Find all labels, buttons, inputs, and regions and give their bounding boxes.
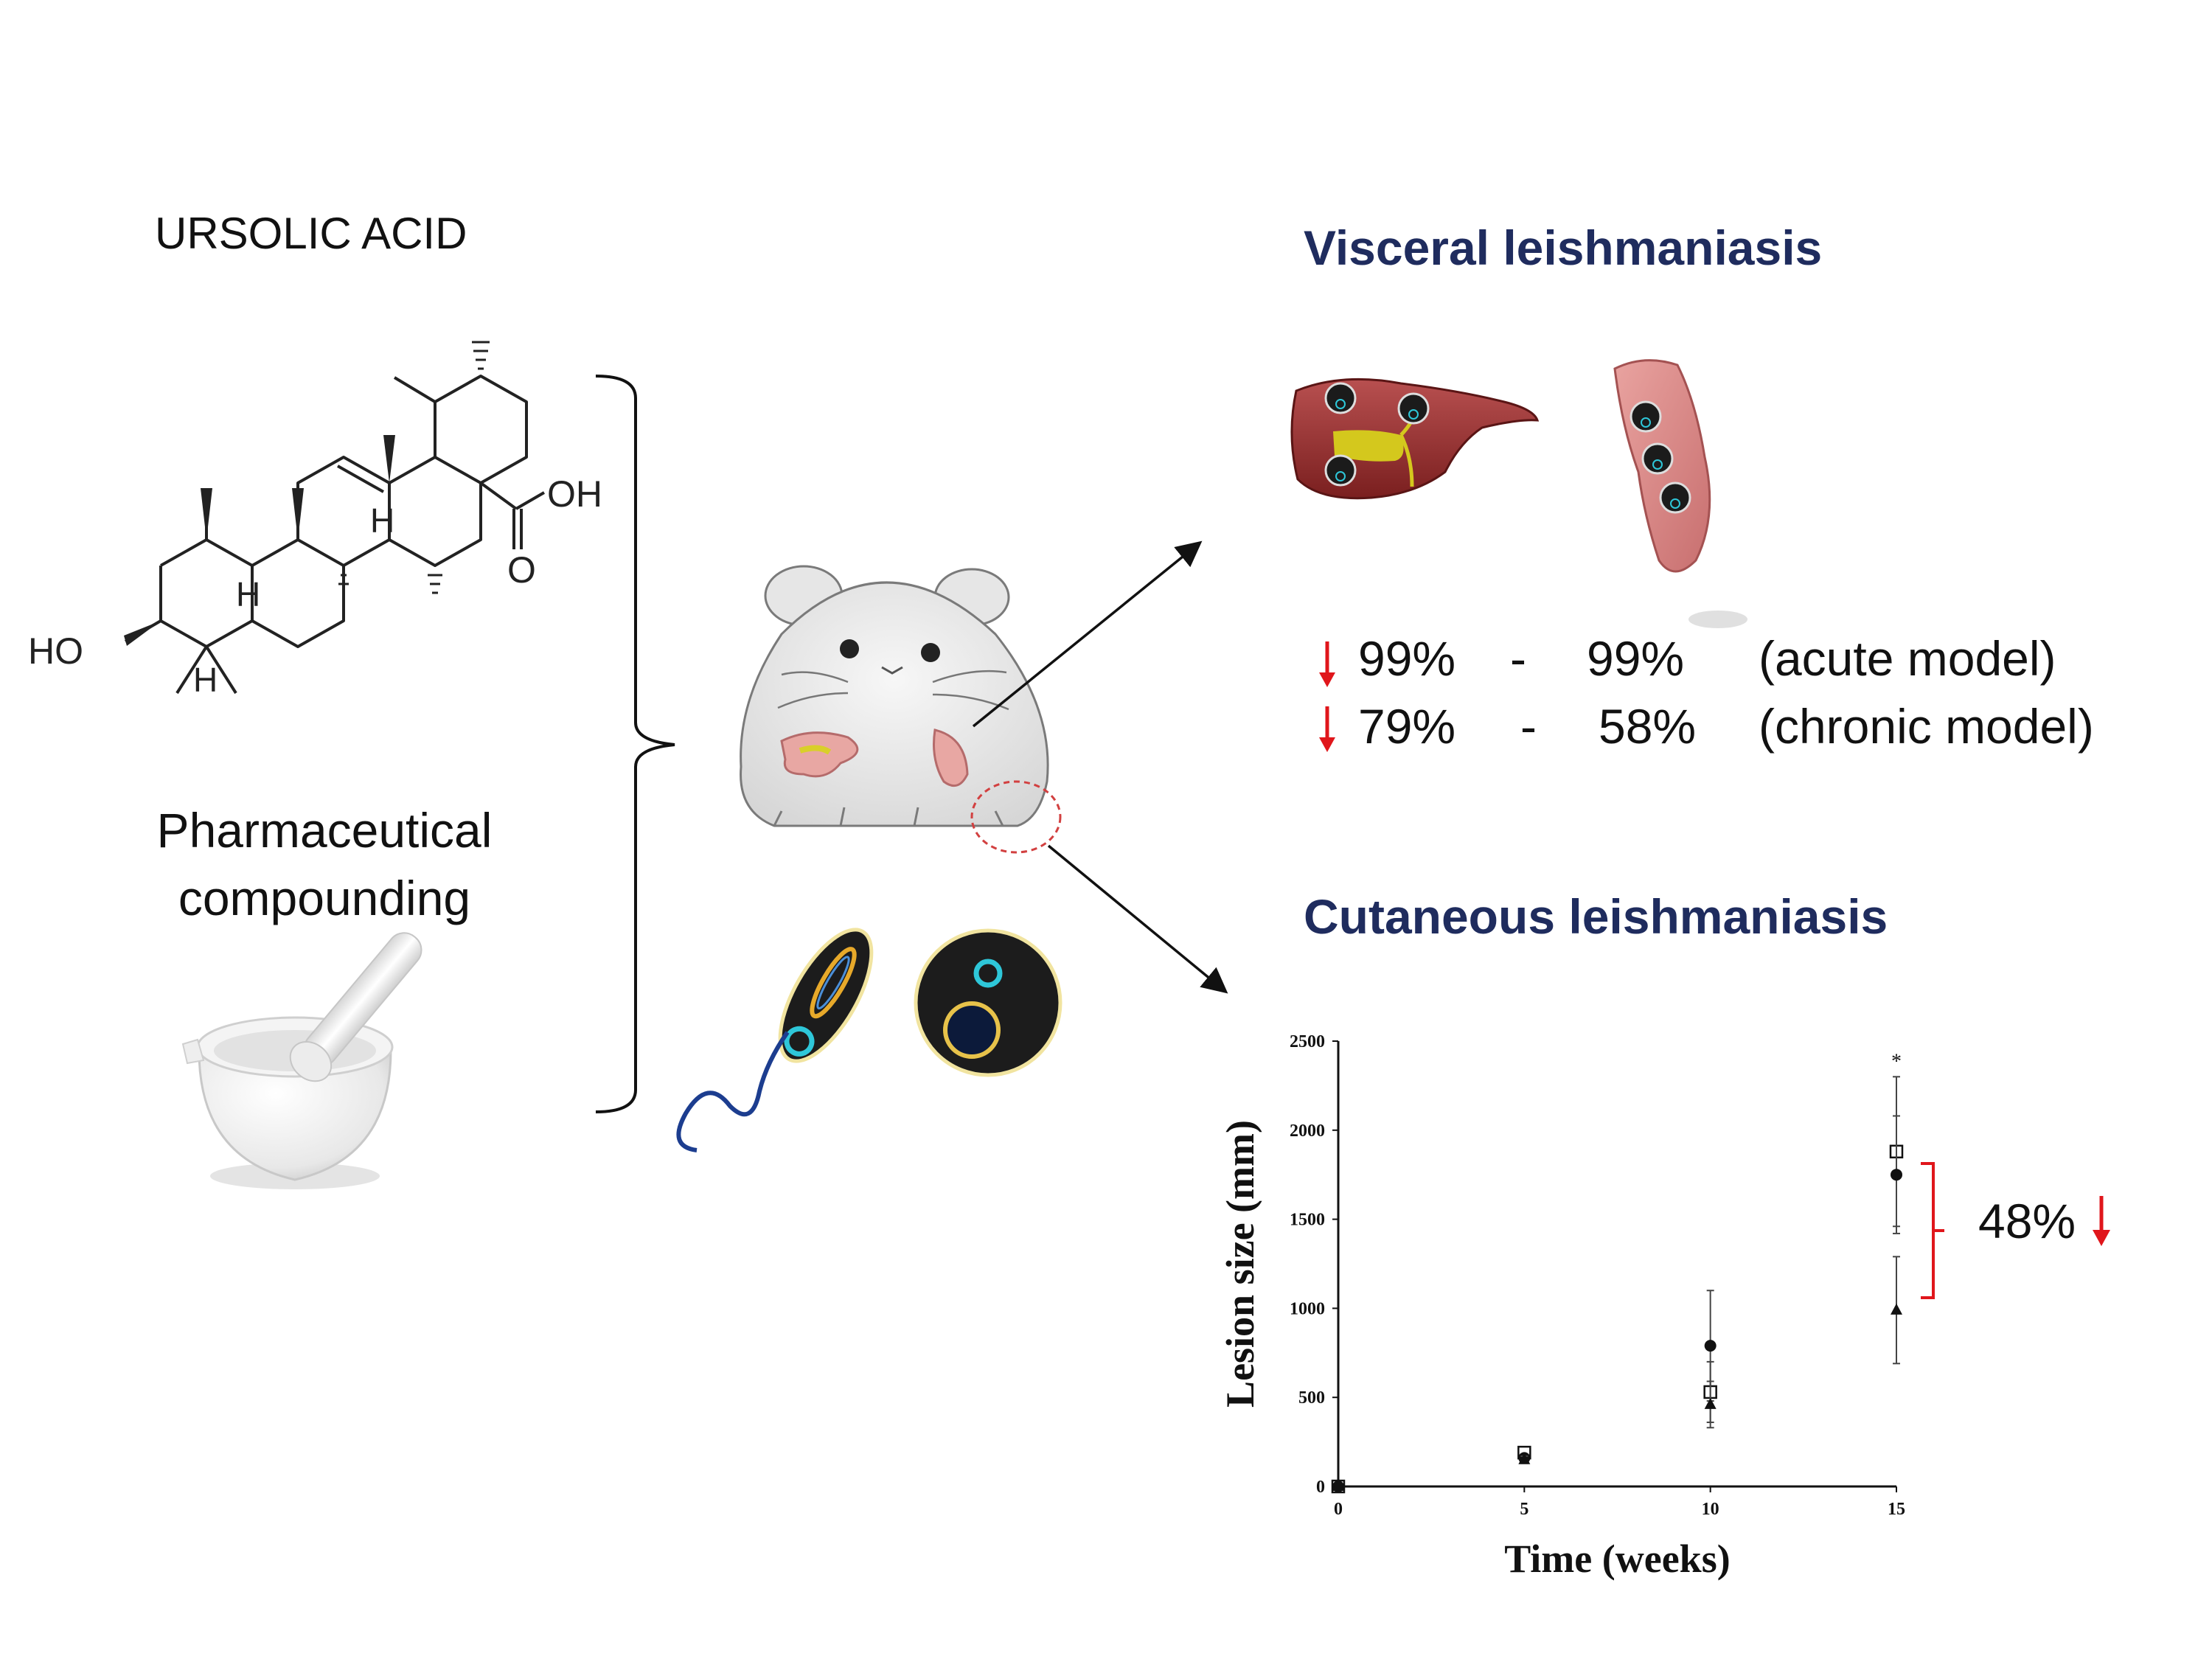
- chart-x-tick-label: 15: [1888, 1500, 1905, 1519]
- compounding-label: Pharmaceutical compounding: [118, 796, 531, 932]
- chronic-reduction-spleen: 58%: [1599, 699, 1697, 754]
- visceral-title: Visceral leishmaniasis: [1304, 220, 1823, 275]
- chart-x-tick-label: 10: [1702, 1500, 1719, 1519]
- molecule-ho-label: HO: [28, 630, 83, 672]
- chart-x-axis-label: Time (weeks): [1504, 1537, 1730, 1581]
- liver-icon: [1290, 378, 1540, 500]
- chart-y-tick-label: 1000: [1290, 1299, 1325, 1318]
- spleen-icon: [1613, 359, 1711, 573]
- chart-point-filled-circle: [1332, 1481, 1344, 1492]
- chart-y-tick-label: 1500: [1290, 1211, 1325, 1230]
- chronic-separator: -: [1520, 699, 1537, 754]
- chart-point-open-square: [1331, 1479, 1346, 1494]
- chronic-model-label: (chronic model): [1759, 699, 2094, 754]
- chart-point-filled-triangle: [1332, 1480, 1344, 1491]
- chart-point-filled-triangle: [1518, 1453, 1531, 1464]
- chart-point-open-square: [1889, 1144, 1904, 1159]
- acute-reduction-spleen: 99%: [1587, 631, 1685, 686]
- compounding-line-1: Pharmaceutical: [156, 803, 493, 858]
- cutaneous-reduction-label: 48%: [1978, 1194, 2076, 1248]
- chronic-reduction-liver: 79%: [1358, 699, 1456, 754]
- down-arrow-icon: [1319, 641, 1335, 752]
- molecule-o-label: O: [507, 549, 536, 591]
- chart-y-tick-label: 0: [1316, 1478, 1325, 1497]
- chart-y-tick-label: 2500: [1290, 1032, 1325, 1051]
- chart-y-tick-label: 500: [1298, 1388, 1325, 1408]
- cutaneous-down-arrow-icon: [2093, 1196, 2110, 1246]
- chart-x-tick-label: 0: [1334, 1500, 1343, 1519]
- molecule-h-label-c: H: [370, 501, 394, 540]
- chart-x-tick-label: 5: [1520, 1500, 1528, 1519]
- chart-point-filled-triangle: [1891, 1303, 1902, 1315]
- chart-significance-annotation: *: [1891, 1050, 1902, 1073]
- chart-point-open-square: [1703, 1385, 1717, 1399]
- compound-title: URSOLIC ACID: [155, 209, 467, 258]
- chart-point-filled-circle: [1704, 1340, 1717, 1352]
- acute-separator: -: [1510, 631, 1526, 686]
- acute-model-label: (acute model): [1759, 631, 2056, 686]
- chart-y-axis-label: Lesion size (mm): [1218, 1120, 1262, 1408]
- cutaneous-title: Cutaneous leishmaniasis: [1304, 889, 1888, 944]
- chart-y-tick-label: 2000: [1290, 1121, 1325, 1141]
- molecule-oh-label: OH: [547, 473, 602, 515]
- chart-point-open-square: [1517, 1445, 1531, 1460]
- acute-reduction-liver: 99%: [1358, 631, 1456, 686]
- chart-point-filled-circle: [1891, 1169, 1902, 1181]
- molecule-h-label-a: H: [193, 661, 218, 699]
- molecule-h-label-b: H: [236, 575, 260, 613]
- chart-point-filled-circle: [1518, 1452, 1531, 1464]
- compounding-line-2: compounding: [178, 871, 471, 925]
- chart-point-filled-triangle: [1704, 1397, 1717, 1409]
